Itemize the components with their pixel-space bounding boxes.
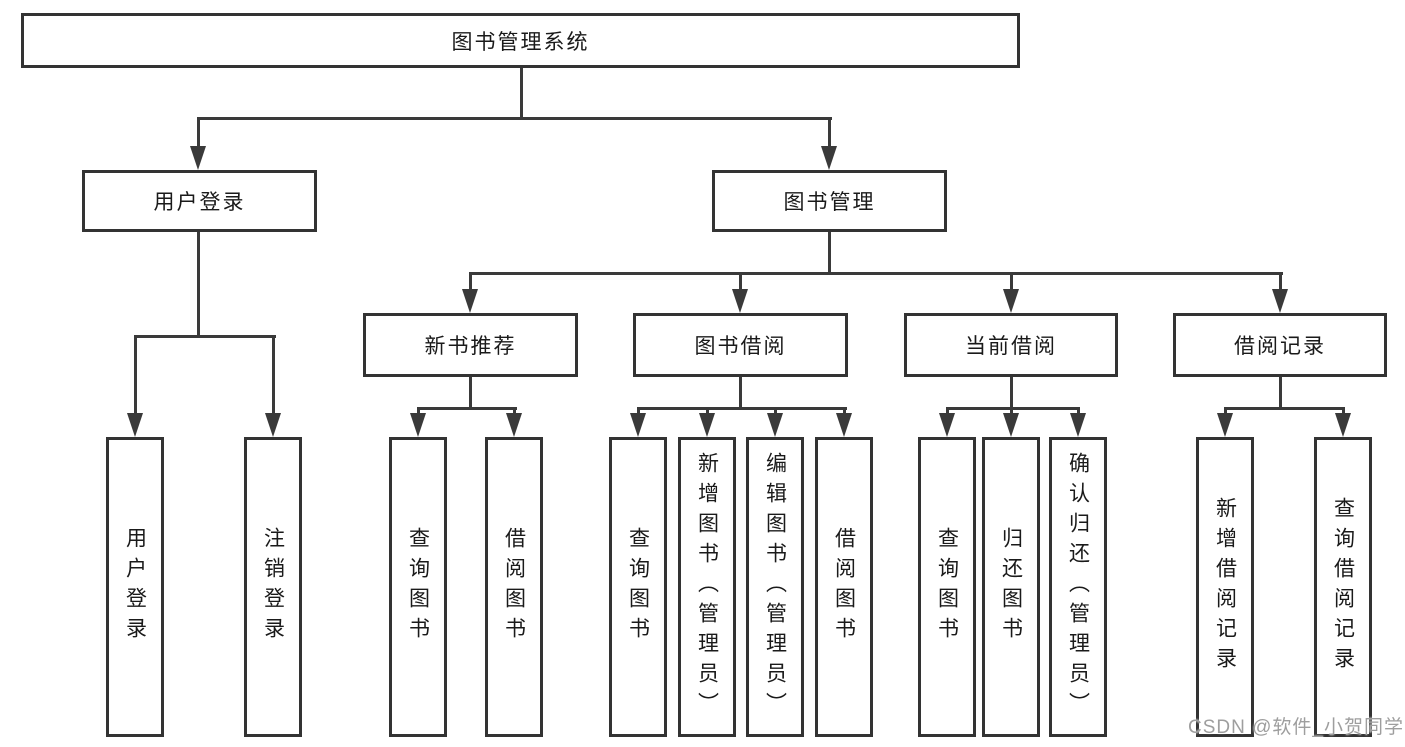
leaf-query-books-recommend: 查询图书 [389, 437, 447, 737]
node-label: 图书管理系统 [451, 30, 590, 54]
connector-vline [469, 377, 472, 409]
arrow-down-icon [732, 289, 748, 313]
leaf-add-books-admin: 新增图书（管理员） [678, 437, 736, 737]
connector-hline [197, 117, 832, 120]
node-label: 图书管理 [783, 191, 876, 214]
leaf-query-books-borrow: 查询图书 [609, 437, 667, 737]
connector-vline [739, 377, 742, 409]
node-label: 用户登录 [153, 191, 246, 214]
arrow-down-icon [767, 413, 783, 437]
node-current-borrow: 当前借阅 [904, 313, 1118, 377]
leaf-query-books-current: 查询图书 [918, 437, 976, 737]
node-label: 查询图书 [626, 527, 650, 647]
connector-hline [469, 272, 1283, 275]
node-label: 借阅记录 [1234, 335, 1326, 358]
node-book-management-branch: 图书管理 [712, 170, 947, 232]
connector-arrow-stem [469, 272, 472, 295]
arrow-down-icon [506, 413, 522, 437]
leaf-confirm-return-admin: 确认归还（管理员） [1049, 437, 1107, 737]
node-label: 查询图书 [935, 527, 959, 647]
connector-hline [134, 335, 276, 338]
connector-hline [637, 407, 847, 410]
node-label: 归还图书 [999, 527, 1023, 647]
arrow-down-icon [127, 413, 143, 437]
node-label: 查询借阅记录 [1331, 497, 1355, 677]
node-label: 借阅图书 [502, 527, 526, 647]
arrow-down-icon [1003, 413, 1019, 437]
node-library-management-system: 图书管理系统 [21, 13, 1020, 68]
arrow-down-icon [1070, 413, 1086, 437]
leaf-return-books: 归还图书 [982, 437, 1040, 737]
connector-vline [520, 68, 523, 120]
node-label: 编辑图书（管理员） [763, 452, 787, 722]
leaf-borrow-books: 借阅图书 [815, 437, 873, 737]
arrow-down-icon [462, 289, 478, 313]
arrow-down-icon [699, 413, 715, 437]
arrow-down-icon [939, 413, 955, 437]
arrow-down-icon [630, 413, 646, 437]
node-label: 确认归还（管理员） [1066, 452, 1090, 722]
connector-vline [1279, 377, 1282, 409]
node-label: 图书借阅 [694, 335, 787, 358]
node-book-borrow: 图书借阅 [633, 313, 848, 377]
node-label: 新增图书（管理员） [695, 452, 719, 722]
leaf-query-borrow-record: 查询借阅记录 [1314, 437, 1372, 737]
node-label: 新增借阅记录 [1213, 497, 1237, 677]
connector-hline [1224, 407, 1345, 410]
arrow-down-icon [836, 413, 852, 437]
arrow-down-icon [1335, 413, 1351, 437]
node-borrow-records: 借阅记录 [1173, 313, 1387, 377]
connector-arrow-stem [134, 335, 137, 419]
connector-arrow-stem [1279, 272, 1282, 295]
node-label: 新书推荐 [424, 335, 517, 358]
connector-vline [197, 232, 200, 337]
connector-arrow-stem [739, 272, 742, 295]
leaf-edit-books-admin: 编辑图书（管理员） [746, 437, 804, 737]
leaf-add-borrow-record: 新增借阅记录 [1196, 437, 1254, 737]
node-label: 用户登录 [123, 527, 147, 647]
connector-vline [828, 232, 831, 274]
arrow-down-icon [1003, 289, 1019, 313]
arrow-down-icon [1272, 289, 1288, 313]
node-new-book-recommend: 新书推荐 [363, 313, 578, 377]
node-label: 查询图书 [406, 527, 430, 647]
connector-hline [417, 407, 517, 410]
connector-hline [946, 407, 1080, 410]
arrow-down-icon [821, 146, 837, 170]
connector-arrow-stem [197, 117, 200, 152]
node-label: 注销登录 [261, 527, 285, 647]
node-label: 当前借阅 [965, 335, 1057, 358]
connector-vline [1010, 377, 1013, 409]
node-user-login-branch: 用户登录 [82, 170, 317, 232]
connector-arrow-stem [1010, 272, 1013, 295]
arrow-down-icon [265, 413, 281, 437]
leaf-logout: 注销登录 [244, 437, 302, 737]
arrow-down-icon [410, 413, 426, 437]
arrow-down-icon [1217, 413, 1233, 437]
leaf-borrow-books-recommend: 借阅图书 [485, 437, 543, 737]
csdn-watermark: CSDN @软件_小贺同学 [1188, 717, 1404, 738]
connector-arrow-stem [828, 117, 831, 152]
connector-arrow-stem [272, 335, 275, 419]
arrow-down-icon [190, 146, 206, 170]
node-label: 借阅图书 [832, 527, 856, 647]
leaf-user-login: 用户登录 [106, 437, 164, 737]
